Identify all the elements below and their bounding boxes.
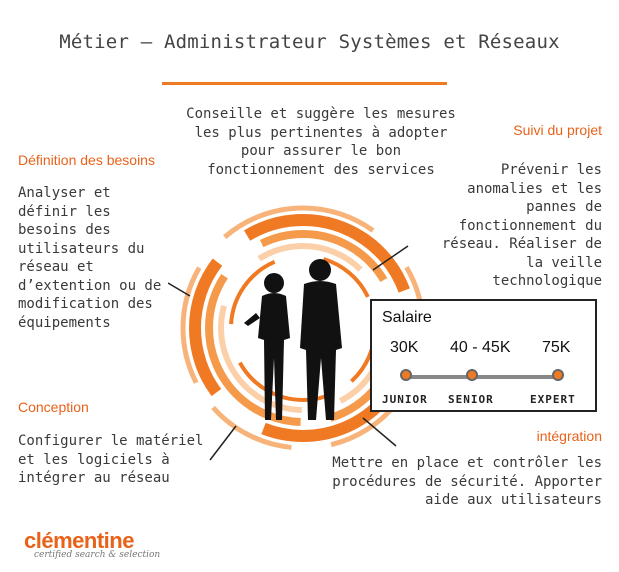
level-junior: JUNIOR	[382, 393, 428, 406]
heading-suivi: Suivi du projet	[513, 122, 602, 138]
text-suivi: Prévenir les anomalies et les pannes de …	[441, 162, 602, 289]
text-integration: Mettre en place et contrôler les procédu…	[332, 455, 602, 508]
level-expert: EXPERT	[530, 393, 576, 406]
heading-conception: Conception	[18, 399, 89, 415]
page-title: Métier – Administrateur Systèmes et Rése…	[59, 31, 560, 53]
heading-definition: Définition des besoins	[18, 152, 155, 168]
salary-senior: 40 - 45K	[450, 339, 511, 356]
salary-junior: 30K	[390, 339, 419, 356]
text-conception: Configurer le matériel et les logiciels …	[18, 433, 204, 486]
salary-dot-junior	[400, 369, 412, 381]
level-senior: SENIOR	[448, 393, 494, 406]
salary-dot-senior	[466, 369, 478, 381]
logo-tagline: certified search & selection	[34, 550, 161, 560]
salary-box: Salaire 30K 40 - 45K 75K JUNIOR SENIOR E…	[370, 299, 597, 412]
heading-integration: intégration	[536, 428, 602, 444]
salary-dot-expert	[552, 369, 564, 381]
salary-title: Salaire	[382, 309, 432, 326]
people-silhouettes-icon	[244, 259, 342, 420]
title-underline	[162, 82, 447, 85]
logo-name: clémentine	[24, 528, 134, 553]
text-definition: Analyser et définir les besoins des util…	[18, 185, 162, 331]
center-top-text: Conseille et suggère les mesures les plu…	[186, 106, 456, 178]
clementine-logo: clémentine certified search & selection	[24, 528, 160, 560]
salary-expert: 75K	[542, 339, 571, 356]
salary-track	[406, 375, 558, 379]
